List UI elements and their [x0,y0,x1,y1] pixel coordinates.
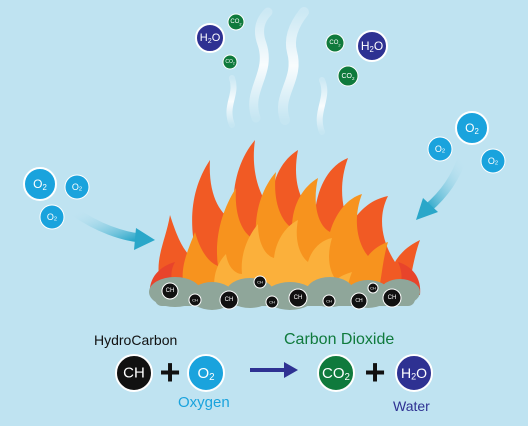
molecule-label: CH [355,298,363,304]
plus-sign: + [364,352,385,393]
molecule-label: CH [257,280,263,285]
molecule-label: O2 [435,144,445,154]
o2-molecule: O2 [64,174,90,200]
o2-molecule: O2 [39,204,65,230]
o2-molecule: O2 [427,136,453,162]
oxygen-label: Oxygen [178,394,230,411]
smoke-icon [226,7,328,135]
fire-icon [149,140,421,295]
ch-molecule: CH [219,290,239,310]
ch-molecule: CH [367,282,379,294]
arrow-icon [416,153,467,220]
molecule-label: H2O [200,32,221,45]
molecule-label: O2 [465,121,479,136]
molecule-label: H2O [361,39,383,54]
molecule-label: CH [123,365,145,382]
molecule-label: CH [370,286,376,291]
molecule-label: CH [326,299,332,304]
ch-molecule: CH [188,293,202,307]
molecule-label: O2 [47,212,57,222]
carbon-dioxide-label: Carbon Dioxide [284,331,395,348]
o2-molecule-equation: O2 [187,354,225,392]
ch-molecule: CH [265,295,279,309]
molecule-label: CO2 [329,40,340,47]
h2o-molecule: H2O [195,23,225,53]
molecule-label: O2 [72,182,82,192]
molecule-label: CH [192,298,198,303]
molecule-label: CH [225,297,234,303]
molecule-label: CO2 [322,365,350,383]
molecule-label: CH [269,300,275,305]
o2-molecule: O2 [480,148,506,174]
molecule-label: CO2 [225,59,235,65]
co2-molecule: CO2 [227,13,245,31]
molecule-label: CO2 [341,73,355,81]
ch-molecule: CH [382,288,402,308]
h2o-molecule: H2O [356,30,388,62]
co2-molecule: CO2 [325,33,345,53]
molecule-label: CH [166,288,175,294]
h2o-molecule-equation: H2O [395,354,433,392]
co2-molecule: CO2 [222,54,238,70]
molecule-label: CH [388,295,397,301]
o2-molecule: O2 [455,111,489,145]
ch-molecule: CH [288,288,308,308]
ch-molecule-equation: CH [115,354,153,392]
arrow-icon [70,207,155,250]
o2-molecule: O2 [23,167,57,201]
ch-molecule: CH [161,282,179,300]
ch-molecule: CH [322,294,336,308]
reaction-arrow-icon [250,362,298,378]
molecule-label: CO2 [230,19,241,26]
molecule-label: H2O [401,365,427,382]
co2-molecule-equation: CO2 [317,354,355,392]
co2-molecule: CO2 [337,65,359,87]
molecule-label: CH [294,295,303,301]
plus-sign: + [159,352,180,393]
molecule-label: O2 [488,156,498,166]
ch-molecule: CH [350,292,368,310]
hydrocarbon-label: HydroCarbon [94,332,178,348]
water-label: Water [393,398,430,414]
molecule-label: O2 [197,365,214,383]
molecule-label: O2 [33,177,47,192]
ch-molecule: CH [253,275,267,289]
